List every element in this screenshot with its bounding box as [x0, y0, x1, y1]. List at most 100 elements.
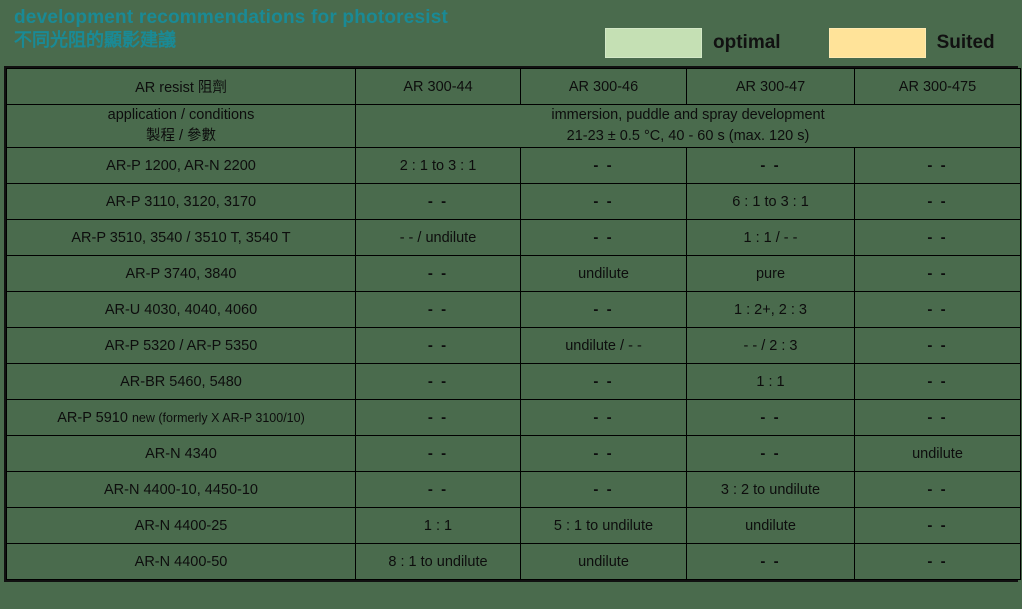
value-cell: - -	[355, 255, 521, 292]
table-row: AR-U 4030, 4040, 4060- -- -1 : 2+, 2 : 3…	[6, 291, 1021, 328]
value-cell: 2 : 1 to 3 : 1	[355, 147, 521, 184]
not-recommended-dash: - -	[760, 445, 781, 462]
table-row: AR-N 4400-10, 4450-10 - - - - 3 : 2 to undi…	[6, 471, 1021, 508]
resist-name-cell: AR-P 5320 / AR-P 5350	[6, 327, 356, 364]
not-recommended-dash: - -	[927, 553, 948, 570]
page-title: development recommendations for photores…	[14, 7, 449, 28]
not-recommended-dash: - -	[593, 301, 614, 318]
page-subtitle: 不同光阻的顯影建議	[14, 30, 176, 50]
value-cell: - -	[686, 399, 855, 436]
value-cell: - -	[854, 471, 1021, 508]
not-recommended-dash: - -	[927, 481, 948, 498]
value-cell: undilute	[520, 543, 687, 580]
legend-swatch-optimal	[605, 28, 702, 58]
resist-name-cell: AR-P 3740, 3840	[6, 255, 356, 292]
resist-name-cell: AR-U 4030, 4040, 4060	[6, 291, 356, 328]
value-cell: - -	[355, 435, 521, 472]
value-cell: 3 : 2 to undilute	[686, 471, 855, 508]
legend-item-optimal: optimal	[605, 28, 781, 58]
value-cell: undilute	[854, 435, 1021, 472]
not-recommended-dash: - -	[593, 481, 614, 498]
not-recommended-dash: - -	[593, 445, 614, 462]
not-recommended-dash: - -	[593, 409, 614, 426]
value-cell: 5 : 1 to undilute	[520, 507, 687, 544]
value-cell: - -	[686, 147, 855, 184]
not-recommended-dash: - -	[427, 193, 449, 210]
not-recommended-dash: - -	[427, 373, 449, 390]
column-header-2: AR 300-46	[520, 68, 687, 105]
value-cell: - -	[854, 543, 1021, 580]
value-cell: - -	[686, 543, 855, 580]
resist-name-cell: AR-N 4400-25	[6, 507, 356, 544]
column-header-1: AR 300-44	[355, 68, 521, 105]
value-cell: - -	[854, 147, 1021, 184]
value-cell: - -	[520, 471, 687, 508]
not-recommended-dash: - -	[593, 229, 614, 246]
value-cell: - -	[520, 291, 687, 328]
not-recommended-dash: - -	[927, 517, 948, 534]
legend-item-suited: Suited	[828, 28, 995, 58]
not-recommended-dash: - -	[927, 409, 948, 426]
value-cell: - -	[520, 147, 687, 184]
value-cell: undilute	[520, 255, 687, 292]
value-cell: - -	[854, 399, 1021, 436]
value-cell: undilute / - -	[520, 327, 687, 364]
value-cell: 6 : 1 to 3 : 1	[686, 183, 855, 220]
column-header-4: AR 300-475	[854, 68, 1021, 105]
not-recommended-dash: - -	[760, 157, 781, 174]
resist-name-cell: AR-BR 5460, 5480	[6, 363, 356, 400]
column-header-resist: AR resist 阻劑	[6, 68, 356, 105]
table-row: AR-P 3510, 3540 / 3510 T, 3540 T- - / un…	[6, 219, 1021, 256]
resist-name-cell: AR-P 5910 new (formerly X AR-P 3100/10)	[6, 399, 356, 436]
resist-name-cell: AR-N 4400-10, 4450-10	[6, 471, 356, 508]
value-cell: undilute	[686, 507, 855, 544]
value-cell: - -	[355, 327, 521, 364]
value-cell: - -	[520, 363, 687, 400]
value-cell: - -	[355, 363, 521, 400]
header-band: development recommendations for photores…	[0, 0, 1022, 68]
legend: optimal Suited	[605, 28, 995, 58]
value-cell: 1 : 1	[355, 507, 521, 544]
not-recommended-dash: - -	[427, 445, 449, 462]
not-recommended-dash: - -	[927, 373, 948, 390]
value-cell: - -	[854, 183, 1021, 220]
not-recommended-dash: - -	[760, 553, 781, 570]
not-recommended-dash: - -	[593, 193, 614, 210]
value-cell: - -	[854, 255, 1021, 292]
not-recommended-dash: - -	[427, 301, 449, 318]
not-recommended-dash: - -	[927, 301, 948, 318]
value-cell: - -	[854, 507, 1021, 544]
title-block: development recommendations for photores…	[14, 6, 448, 51]
value-cell: - -	[520, 399, 687, 436]
value-cell: 1 : 1	[686, 363, 855, 400]
not-recommended-dash: - -	[927, 265, 948, 282]
value-cell: - -	[520, 435, 687, 472]
table-row: AR-P 5320 / AR-P 5350- -undilute / - -- …	[6, 327, 1021, 364]
legend-swatch-suited	[828, 28, 926, 58]
value-cell: - -	[854, 363, 1021, 400]
table-row: AR-BR 5460, 5480- -- -1 : 1- -	[6, 363, 1021, 400]
value-cell: pure	[686, 255, 855, 292]
resist-name-cell: AR-P 1200, AR-N 2200	[6, 147, 356, 184]
value-cell: - -	[355, 291, 521, 328]
column-header-3: AR 300-47	[686, 68, 855, 105]
value-cell: - - / undilute	[355, 219, 521, 256]
not-recommended-dash: - -	[927, 229, 948, 246]
legend-label-suited: Suited	[936, 32, 995, 53]
value-cell: 8 : 1 to undilute	[355, 543, 521, 580]
value-cell: - -	[854, 219, 1021, 256]
value-cell: - - / 2 : 3	[686, 327, 855, 364]
not-recommended-dash: - -	[427, 409, 449, 426]
resist-name-cell: AR-P 3110, 3120, 3170	[6, 183, 356, 220]
legend-label-optimal: optimal	[713, 32, 781, 53]
value-cell: - -	[854, 291, 1021, 328]
